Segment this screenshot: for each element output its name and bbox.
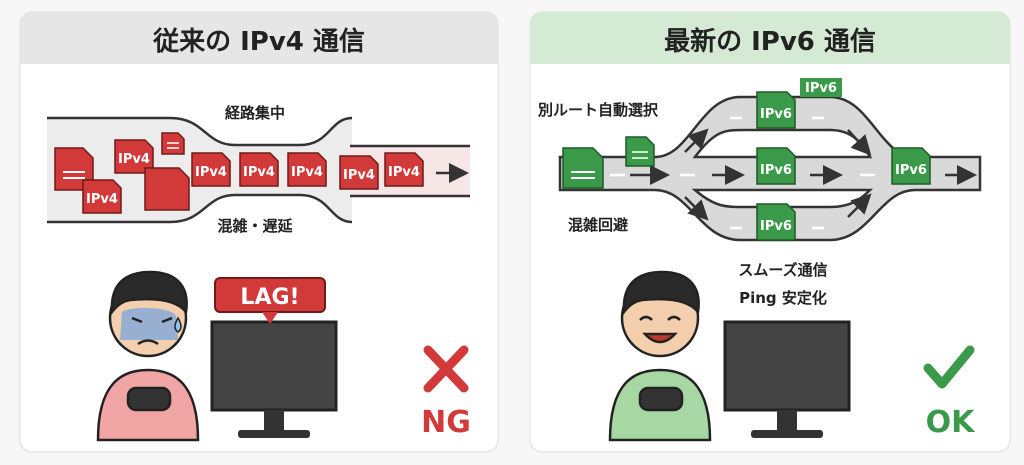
ipv6-header [530, 12, 1010, 64]
ng-verdict: NG [421, 405, 471, 440]
ok-verdict: OK [926, 405, 977, 440]
packet-icon: IPv4 [191, 152, 231, 187]
svg-text:IPv6: IPv6 [805, 81, 837, 96]
cross-icon [423, 345, 469, 393]
ipv6-packets: IPv6 IPv6 IPv6 IPv6 [562, 91, 931, 241]
packet-icon: IPv4 [384, 152, 424, 187]
ipv6-tag [800, 78, 842, 97]
svg-text:IPv6: IPv6 [760, 107, 792, 122]
frustrated-gamer-illustration [96, 270, 200, 442]
congestion-delay-label: 混雑・遅延 [217, 217, 293, 235]
packet-icon: IPv4 [239, 152, 279, 187]
svg-text:IPv4: IPv4 [118, 152, 150, 167]
svg-text:IPv4: IPv4 [243, 165, 275, 180]
packet-icon [161, 132, 185, 155]
monitor-icon [210, 320, 338, 438]
packet-icon: IPv6 [756, 91, 796, 129]
svg-text:IPv4: IPv4 [195, 165, 227, 180]
svg-text:IPv4: IPv4 [291, 165, 323, 180]
packet-icon: IPv4 [287, 152, 327, 187]
svg-text:IPv4: IPv4 [343, 168, 375, 183]
ipv4-panel: 従来の IPv4 通信 経路集中 混雑・遅延 IPv4 IPv4 IPv4 IP… [19, 11, 499, 453]
alt-route-label: 別ルート自動選択 [537, 101, 659, 119]
packet-icon [144, 167, 190, 211]
ipv4-packets: IPv4 IPv4 IPv4 IPv4 IPv4 IPv4 IPv4 [54, 132, 424, 214]
packet-icon: IPv4 [82, 179, 122, 214]
packet-icon: IPv6 [891, 147, 931, 185]
ipv4-header [20, 12, 498, 64]
route-concentration-label: 経路集中 [225, 104, 285, 122]
monitor-icon [723, 320, 851, 438]
svg-text:IPv6: IPv6 [760, 219, 792, 234]
packet-icon [625, 136, 655, 167]
svg-text:IPv6: IPv6 [760, 163, 792, 178]
lag-text: LAG! [240, 285, 299, 310]
ipv6-title: 最新の IPv6 通信 [664, 26, 876, 57]
ipv6-panel: 最新の IPv6 通信 別ルート自動選択 混雑回避 IPv6 IPv6 I [529, 11, 1011, 453]
packet-icon: IPv6 [756, 203, 796, 241]
congestion-avoid-label: 混雑回避 [568, 216, 628, 234]
arrow-icons [630, 128, 977, 221]
svg-text:IPv4: IPv4 [86, 192, 118, 207]
packet-icon: IPv6 [756, 147, 796, 185]
svg-text:IPv6: IPv6 [895, 163, 927, 178]
lag-bubble: LAG! [214, 277, 326, 324]
ping-stable-caption: Ping 安定化 [739, 289, 827, 307]
check-icon [923, 345, 975, 389]
svg-text:IPv4: IPv4 [388, 165, 420, 180]
packet-icon: IPv4 [339, 155, 379, 190]
ipv4-title: 従来の IPv4 通信 [152, 27, 365, 57]
packet-icon: IPv4 [114, 139, 154, 174]
happy-gamer-illustration [608, 270, 712, 442]
smooth-communication-caption: スムーズ通信 [738, 261, 827, 279]
packet-icon [562, 147, 604, 189]
